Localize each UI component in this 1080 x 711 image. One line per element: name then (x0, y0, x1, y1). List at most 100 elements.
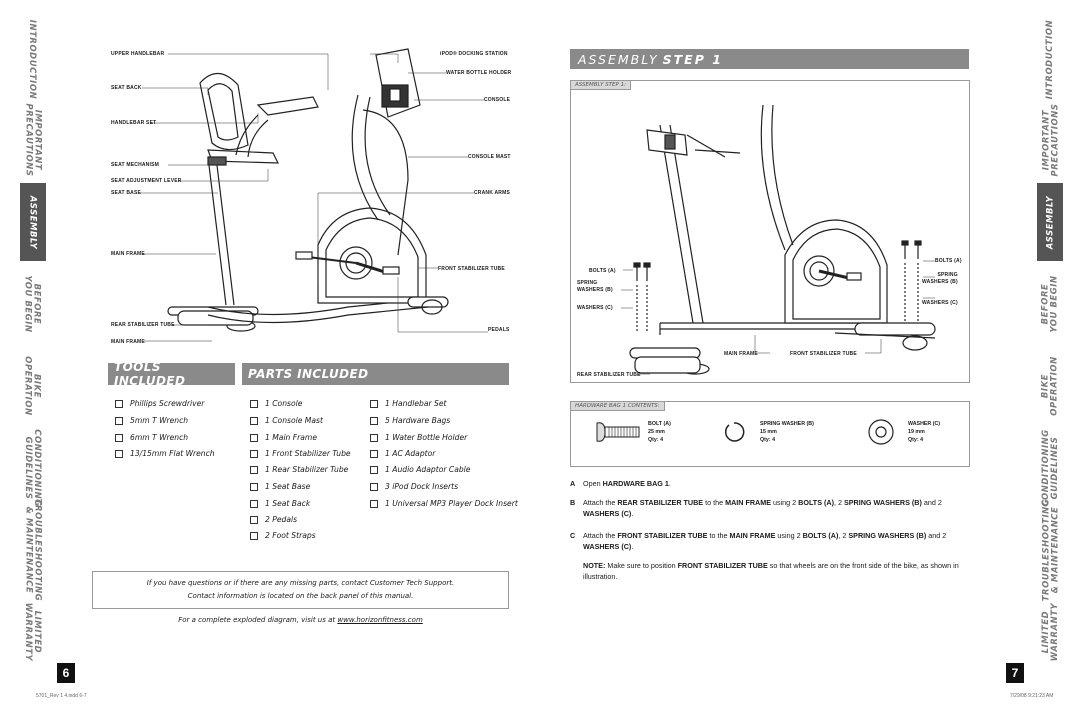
checkbox[interactable] (370, 399, 378, 408)
parts-included-heading: PARTS INCLUDED (242, 363, 509, 385)
instruction-c: C Attach the FRONT STABILIZER TUBE to th… (570, 531, 947, 551)
checkbox[interactable] (250, 482, 258, 491)
checkbox[interactable] (370, 465, 378, 474)
checkbox[interactable] (250, 433, 258, 442)
tab-bike-operation-right[interactable]: BIKE OPERATION (1040, 356, 1059, 416)
callout-front-stabilizer-tube: FRONT STABILIZER TUBE (438, 266, 505, 272)
instruction-b: B Attach the REAR STABILIZER TUBE to the… (570, 498, 942, 518)
hw-item-spring-washer: SPRING WASHER (B) 15 mm Qty: 4 (760, 421, 814, 443)
instruction-a: A Open HARDWARE BAG 1. (570, 479, 671, 488)
instruction-note: NOTE: Make sure to position FRONT STABIL… (583, 561, 959, 581)
part-item: 1 Universal MP3 Player Dock Insert (370, 499, 518, 508)
checkbox[interactable] (115, 449, 123, 458)
hardware-bag-label: HARDWARE BAG 1 CONTENTS: (571, 402, 665, 411)
callout-seat-base: SEAT BASE (111, 190, 142, 196)
checkbox[interactable] (250, 465, 258, 474)
tab-important-precautions-left[interactable]: IMPORTANT PRECAUTIONS (24, 103, 44, 177)
page-number-right: 7 (1006, 663, 1024, 683)
print-footer-left: 5701_Rev 1 4.indd 6-7 (36, 693, 87, 699)
part-item: 2 Foot Straps (250, 531, 316, 540)
tab-troubleshooting-right[interactable]: TROUBLESHOOTING & MAINTENANCE (1040, 498, 1060, 602)
callout-seat-back: SEAT BACK (111, 85, 142, 91)
tab-important-precautions-right[interactable]: IMPORTANT PRECAUTIONS (1040, 103, 1060, 177)
checkbox[interactable] (115, 416, 123, 425)
callout-seat-adjustment-lever: SEAT ADJUSTMENT LEVER (111, 178, 182, 184)
bolt-icon (596, 422, 640, 442)
tool-item: 13/15mm Flat Wrench (115, 449, 215, 458)
part-item: 1 Seat Back (250, 499, 310, 508)
bike-overview-illustration (140, 48, 488, 342)
checkbox[interactable] (250, 416, 258, 425)
assembly-step-illustration (621, 104, 936, 375)
checkbox[interactable] (250, 499, 258, 508)
tools-included-heading: TOOLS INCLUDED (108, 360, 235, 388)
tab-limited-warranty-left[interactable]: LIMITED WARRANTY (24, 602, 44, 662)
assembly-step-figure: ASSEMBLY STEP 1: (570, 80, 970, 383)
tab-conditioning-guidelines-right[interactable]: CONDITIONING GUIDELINES (1040, 429, 1059, 507)
website-link[interactable]: www.horizonfitness.com (337, 616, 423, 624)
callout-water-bottle-holder: WATER BOTTLE HOLDER (446, 70, 512, 76)
checkbox[interactable] (250, 449, 258, 458)
tab-introduction-right[interactable]: INTRODUCTION (1044, 19, 1055, 99)
page-number-left: 6 (57, 663, 75, 683)
part-item: 1 Main Frame (250, 433, 317, 442)
callout-console: CONSOLE (484, 97, 511, 103)
callout-washers-c-left: WASHERS (C) (577, 305, 613, 311)
checkbox[interactable] (370, 449, 378, 458)
support-info-line-1: If you have questions or if there are an… (146, 579, 455, 587)
callout-ipod-docking-station: iPOD® DOCKING STATION (440, 51, 508, 57)
tab-assembly-right[interactable]: ASSEMBLY (1037, 183, 1063, 261)
checkbox[interactable] (370, 433, 378, 442)
callout-washers-c-right: WASHERS (C) (922, 300, 958, 306)
callout-front-stabilizer-tube: FRONT STABILIZER TUBE (790, 351, 857, 357)
exploded-diagram-note: For a complete exploded diagram, visit u… (178, 616, 423, 624)
figure-label: ASSEMBLY STEP 1: (571, 81, 631, 90)
part-item: 2 Pedals (250, 515, 297, 524)
callout-bolts-a-left: BOLTS (A) (589, 268, 616, 274)
checkbox[interactable] (250, 515, 258, 524)
hardware-bag-box: HARDWARE BAG 1 CONTENTS: (570, 401, 970, 467)
callout-main-frame-2: MAIN FRAME (111, 339, 145, 345)
tab-assembly-left[interactable]: ASSEMBLY (20, 183, 46, 261)
checkbox[interactable] (250, 531, 258, 540)
tab-bike-operation-left[interactable]: BIKE OPERATION (24, 356, 43, 416)
support-info-line-2: Contact information is located on the ba… (187, 592, 414, 600)
part-item: 1 AC Adaptor (370, 449, 435, 458)
tab-conditioning-guidelines-left[interactable]: CONDITIONING GUIDELINES (24, 429, 43, 507)
support-info-box: If you have questions or if there are an… (92, 571, 509, 609)
hw-item-washer: WASHER (C) 19 mm Qty: 4 (908, 421, 941, 443)
callout-crank-arms: CRANK ARMS (474, 190, 510, 196)
callout-pedals: PEDALS (488, 327, 510, 333)
callout-main-frame: MAIN FRAME (111, 251, 145, 257)
callout-upper-handlebar: UPPER HANDLEBAR (111, 51, 165, 57)
checkbox[interactable] (370, 416, 378, 425)
checkbox[interactable] (370, 499, 378, 508)
part-item: 1 Handlebar Set (370, 399, 447, 408)
checkbox[interactable] (250, 399, 258, 408)
part-item: 3 iPod Dock Inserts (370, 482, 458, 491)
callout-rear-stabilizer-tube: REAR STABILIZER TUBE (577, 372, 641, 378)
part-item: 1 Seat Base (250, 482, 310, 491)
callout-spring-washers-b-left: SPRING WASHERS (B) (577, 280, 613, 293)
tab-before-you-begin-left[interactable]: BEFORE YOU BEGIN (24, 275, 44, 333)
checkbox[interactable] (370, 482, 378, 491)
callout-bolts-a-right: BOLTS (A) (935, 258, 962, 264)
part-item: 1 Water Bottle Holder (370, 433, 467, 442)
spring-washer-icon (724, 422, 745, 442)
tab-before-you-begin-right[interactable]: BEFORE YOU BEGIN (1040, 275, 1060, 333)
checkbox[interactable] (115, 433, 123, 442)
washer-icon (868, 419, 894, 445)
part-item: 1 Console (250, 399, 302, 408)
tool-item: 6mm T Wrench (115, 433, 188, 442)
tab-limited-warranty-right[interactable]: LIMITED WARRANTY (1040, 602, 1060, 662)
tab-troubleshooting-left[interactable]: TROUBLESHOOTING & MAINTENANCE (24, 498, 44, 602)
callout-rear-stabilizer-tube: REAR STABILIZER TUBE (111, 322, 175, 328)
callout-main-frame: MAIN FRAME (724, 351, 758, 357)
checkbox[interactable] (115, 399, 123, 408)
callout-console-mast: CONSOLE MAST (468, 154, 511, 160)
tab-introduction-left[interactable]: INTRODUCTION (28, 19, 39, 99)
tool-item: 5mm T Wrench (115, 416, 188, 425)
part-item: 1 Front Stabilizer Tube (250, 449, 351, 458)
callout-spring-washers-b-right: SPRING WASHERS (B) (922, 272, 958, 285)
